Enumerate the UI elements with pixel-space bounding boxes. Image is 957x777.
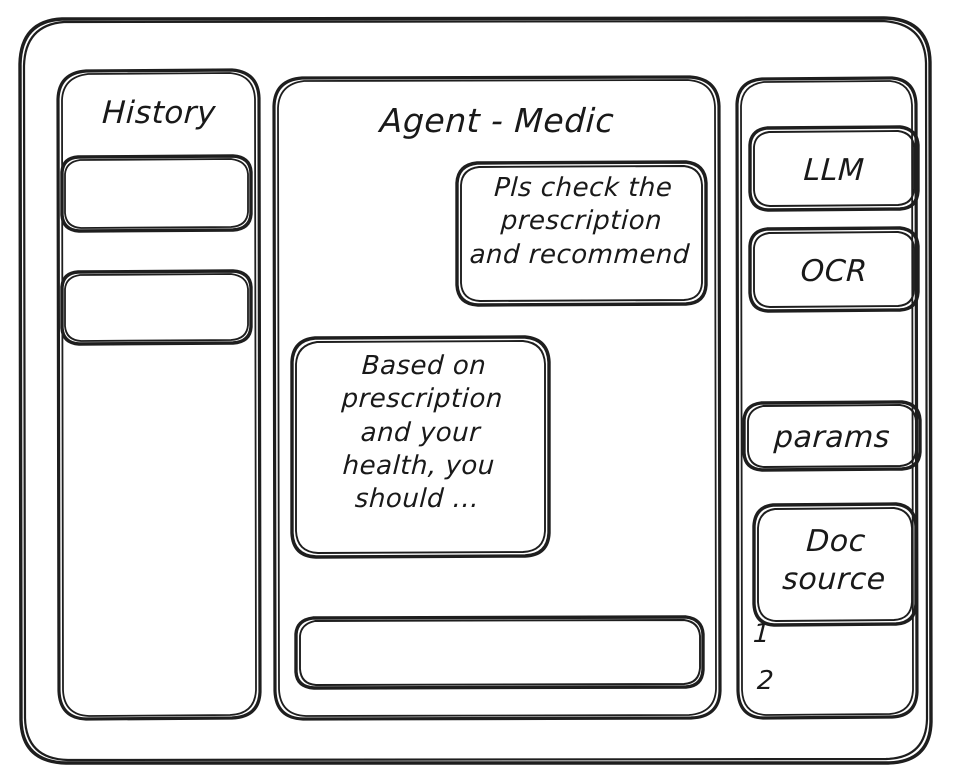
tool-chip-doc-source-label: Doc source bbox=[781, 524, 887, 598]
tool-chip-ocr-label: OCR bbox=[799, 254, 869, 289]
tool-chip-params[interactable]: params bbox=[744, 403, 920, 470]
user-message-bubble: Pls check the prescription and recommend bbox=[468, 173, 691, 270]
assistant-message-bubble: Based on prescription and your health, y… bbox=[340, 351, 504, 515]
doc-source-list-item-1[interactable]: 1 bbox=[752, 619, 771, 649]
tool-chip-doc-source[interactable]: Doc source bbox=[754, 505, 916, 625]
history-panel-title: History bbox=[101, 95, 217, 131]
history-item-1[interactable] bbox=[62, 157, 251, 231]
tool-chip-llm[interactable]: LLM bbox=[750, 128, 918, 210]
message-composer-input[interactable] bbox=[296, 618, 703, 688]
doc-source-list-item-2[interactable]: 2 bbox=[756, 666, 775, 696]
tool-chip-ocr[interactable]: OCR bbox=[750, 229, 918, 311]
history-item-2[interactable] bbox=[62, 272, 251, 344]
tool-chip-llm-label: LLM bbox=[802, 153, 866, 188]
tool-chip-params-label: params bbox=[773, 420, 891, 455]
agent-title: Agent - Medic bbox=[378, 101, 616, 140]
